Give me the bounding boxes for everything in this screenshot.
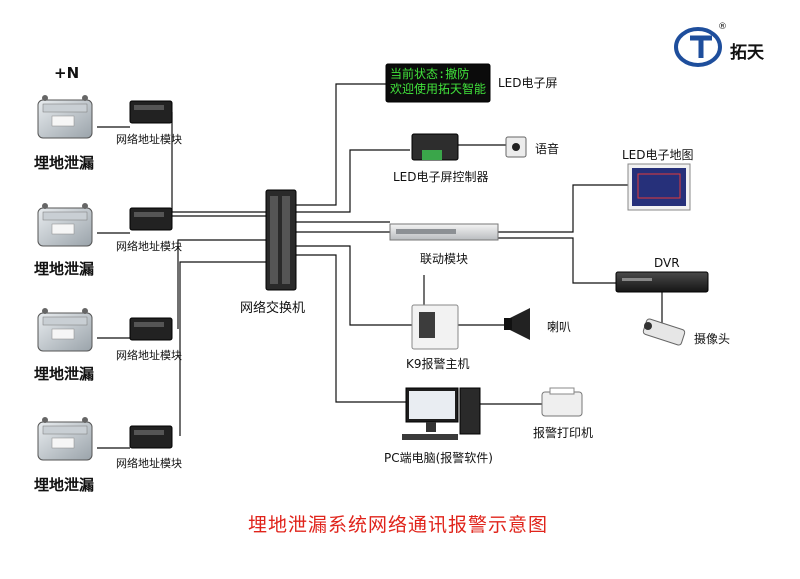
- detector-device-2: [37, 203, 93, 247]
- printer-label: 报警打印机: [533, 426, 594, 440]
- camera-device: [642, 318, 686, 346]
- led-controller-device: [411, 133, 459, 161]
- address-module-4: [129, 425, 173, 449]
- module-label-3: 网络地址模块: [116, 349, 182, 362]
- voice-label: 语音: [535, 142, 560, 156]
- led-controller-label: LED电子屏控制器: [393, 170, 489, 184]
- address-module-1: [129, 100, 173, 124]
- camera-label: 摄像头: [694, 332, 731, 346]
- speaker-label: 喇叭: [547, 320, 572, 334]
- module-label-1: 网络地址模块: [116, 133, 182, 146]
- led-screen-label: LED电子屏: [498, 76, 558, 90]
- printer-device: [541, 387, 583, 417]
- brand-name: 拓天: [730, 43, 764, 63]
- voice-device: [505, 136, 527, 158]
- brand-logo-icon: [674, 27, 722, 67]
- led-map-device: [627, 163, 691, 211]
- dvr-device: [615, 271, 709, 293]
- network-switch-device: [265, 189, 297, 291]
- detector-count-label: +N: [54, 64, 80, 82]
- dvr-label: DVR: [654, 256, 680, 270]
- linkage-module-device: [389, 223, 499, 241]
- detector-device-1: [37, 95, 93, 139]
- detector-device-4: [37, 417, 93, 461]
- detector-label-2: 埋地泄漏: [34, 260, 95, 278]
- module-label-4: 网络地址模块: [116, 457, 182, 470]
- alarm-host-device: [411, 275, 459, 350]
- pc-label: PC端电脑(报警软件): [384, 451, 493, 465]
- switch-label: 网络交换机: [240, 301, 306, 316]
- detector-device-3: [37, 308, 93, 352]
- detector-label-1: 埋地泄漏: [34, 154, 95, 172]
- address-module-2: [129, 207, 173, 231]
- linkage-module-label: 联动模块: [420, 252, 469, 266]
- led-map-label: LED电子地图: [622, 148, 694, 162]
- address-module-3: [129, 317, 173, 341]
- module-label-2: 网络地址模块: [116, 240, 182, 253]
- led-screen-line-2: 欢迎使用拓天智能: [390, 82, 487, 96]
- led-screen-device: [385, 63, 491, 103]
- brand-registered-mark: ®: [718, 22, 727, 32]
- diagram-title: 埋地泄漏系统网络通讯报警示意图: [248, 514, 549, 536]
- led-screen-line-1: 当前状态:撤防: [390, 67, 470, 81]
- pc-device: [402, 387, 481, 440]
- detector-label-4: 埋地泄漏: [34, 476, 95, 494]
- detector-label-3: 埋地泄漏: [34, 365, 95, 383]
- alarm-host-label: K9报警主机: [406, 357, 470, 371]
- speaker-device: [504, 308, 530, 340]
